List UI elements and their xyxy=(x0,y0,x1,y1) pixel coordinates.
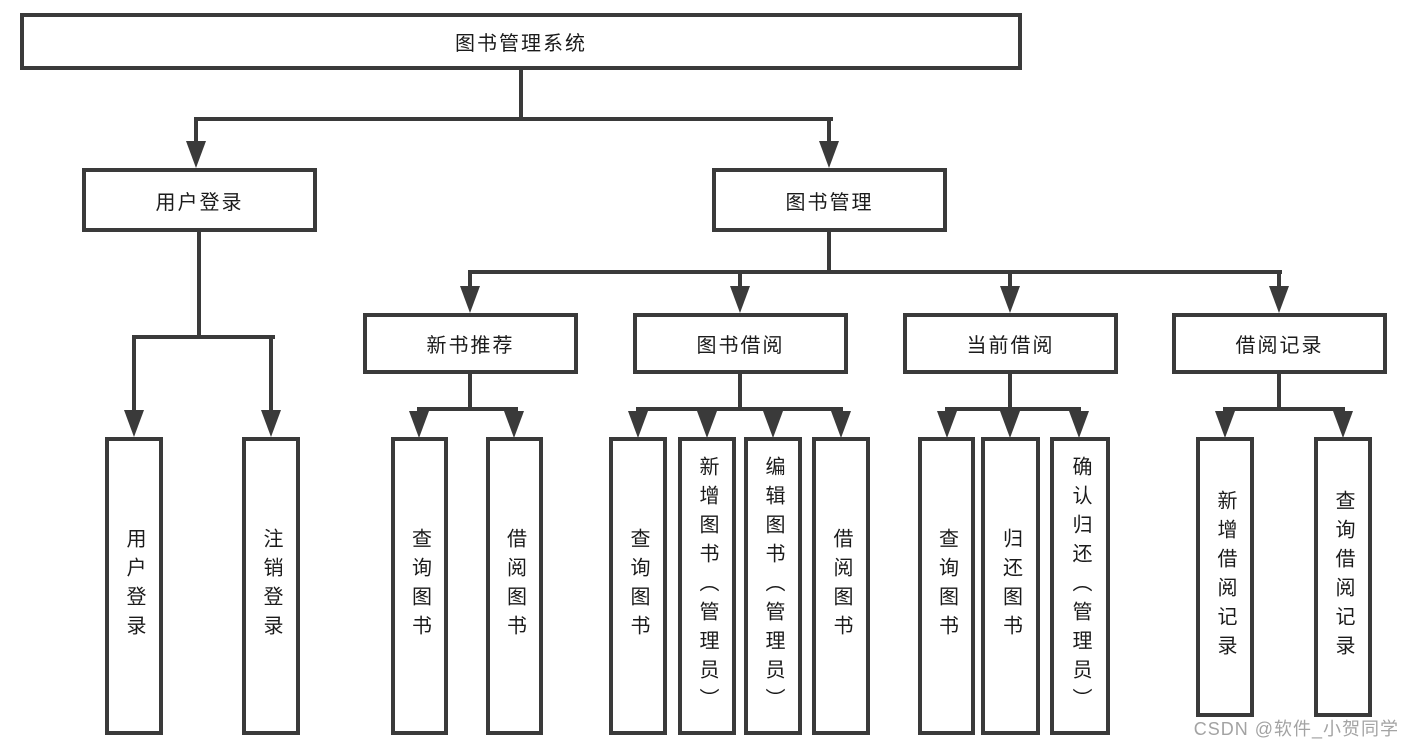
arrowhead-records-query xyxy=(1333,411,1353,438)
leaf-logout: 注销登录 xyxy=(242,437,300,735)
node-book-management: 图书管理 xyxy=(712,168,947,232)
connector-l1-rail xyxy=(194,117,833,121)
arrowhead-borrow-records xyxy=(1269,286,1289,313)
arrowhead-leaf-user-login xyxy=(124,410,144,437)
connector-current-rail xyxy=(945,407,1081,411)
connector-book-mgmt-rail xyxy=(468,270,1282,274)
leaf-borrow-borrow-books: 借阅图书 xyxy=(812,437,870,735)
arrowhead-borrow-add xyxy=(697,411,717,438)
arrowhead-borrow-query xyxy=(628,411,648,438)
leaf-records-query-record: 查询借阅记录 xyxy=(1314,437,1372,717)
arrowhead-borrow-borrow xyxy=(831,411,851,438)
leaf-records-add-record: 新增借阅记录 xyxy=(1196,437,1254,717)
node-new-book-recommend: 新书推荐 xyxy=(363,313,578,374)
connector-root-stem xyxy=(519,70,523,119)
arrowhead-newrec-query xyxy=(409,411,429,438)
leaf-borrow-add-books-admin: 新增图书（管理员） xyxy=(678,437,736,735)
connector-l1-drop-right xyxy=(827,121,831,143)
arrowhead-current-query xyxy=(937,411,957,438)
arrowhead-current-confirm xyxy=(1069,411,1089,438)
connector-l1-drop-left xyxy=(194,121,198,143)
arrowhead-new-book-recommend xyxy=(460,286,480,313)
leaf-current-return-books: 归还图书 xyxy=(981,437,1040,735)
connector-book-mgmt-drop-4 xyxy=(1277,274,1281,288)
leaf-current-query-books: 查询图书 xyxy=(918,437,975,735)
connector-user-login-rail xyxy=(132,335,275,339)
arrowhead-borrow-edit xyxy=(763,411,783,438)
node-user-login: 用户登录 xyxy=(82,168,317,232)
connector-borrow-stem xyxy=(738,374,742,407)
node-current-borrowing: 当前借阅 xyxy=(903,313,1118,374)
leaf-borrow-query-books: 查询图书 xyxy=(609,437,667,735)
connector-user-login-drop-2 xyxy=(269,339,273,412)
arrowhead-leaf-logout xyxy=(261,410,281,437)
leaf-current-confirm-return-admin: 确认归还（管理员） xyxy=(1050,437,1110,735)
csdn-watermark: CSDN @软件_小贺同学 xyxy=(1193,719,1399,739)
connector-user-login-stem xyxy=(197,232,201,337)
arrowhead-newrec-borrow xyxy=(504,411,524,438)
connector-user-login-drop-1 xyxy=(132,339,136,412)
leaf-borrow-edit-books-admin: 编辑图书（管理员） xyxy=(744,437,802,735)
connector-borrow-rail xyxy=(636,407,843,411)
leaf-newrec-query-books: 查询图书 xyxy=(391,437,448,735)
connector-newrec-rail xyxy=(417,407,518,411)
leaf-user-login: 用户登录 xyxy=(105,437,163,735)
connector-current-stem xyxy=(1008,374,1012,407)
arrowhead-records-add xyxy=(1215,411,1235,438)
connector-book-mgmt-stem xyxy=(827,232,831,272)
leaf-newrec-borrow-books: 借阅图书 xyxy=(486,437,543,735)
arrowhead-book-borrowing xyxy=(730,286,750,313)
arrowhead-book-management xyxy=(819,141,839,168)
arrowhead-current-return xyxy=(1000,411,1020,438)
node-book-borrowing: 图书借阅 xyxy=(633,313,848,374)
connector-records-stem xyxy=(1277,374,1281,407)
connector-records-rail xyxy=(1223,407,1345,411)
connector-book-mgmt-drop-3 xyxy=(1008,274,1012,288)
node-borrow-records: 借阅记录 xyxy=(1172,313,1387,374)
arrowhead-current-borrowing xyxy=(1000,286,1020,313)
node-root: 图书管理系统 xyxy=(20,13,1022,70)
connector-book-mgmt-drop-1 xyxy=(468,274,472,288)
connector-newrec-stem xyxy=(468,374,472,407)
arrowhead-user-login xyxy=(186,141,206,168)
connector-book-mgmt-drop-2 xyxy=(738,274,742,288)
